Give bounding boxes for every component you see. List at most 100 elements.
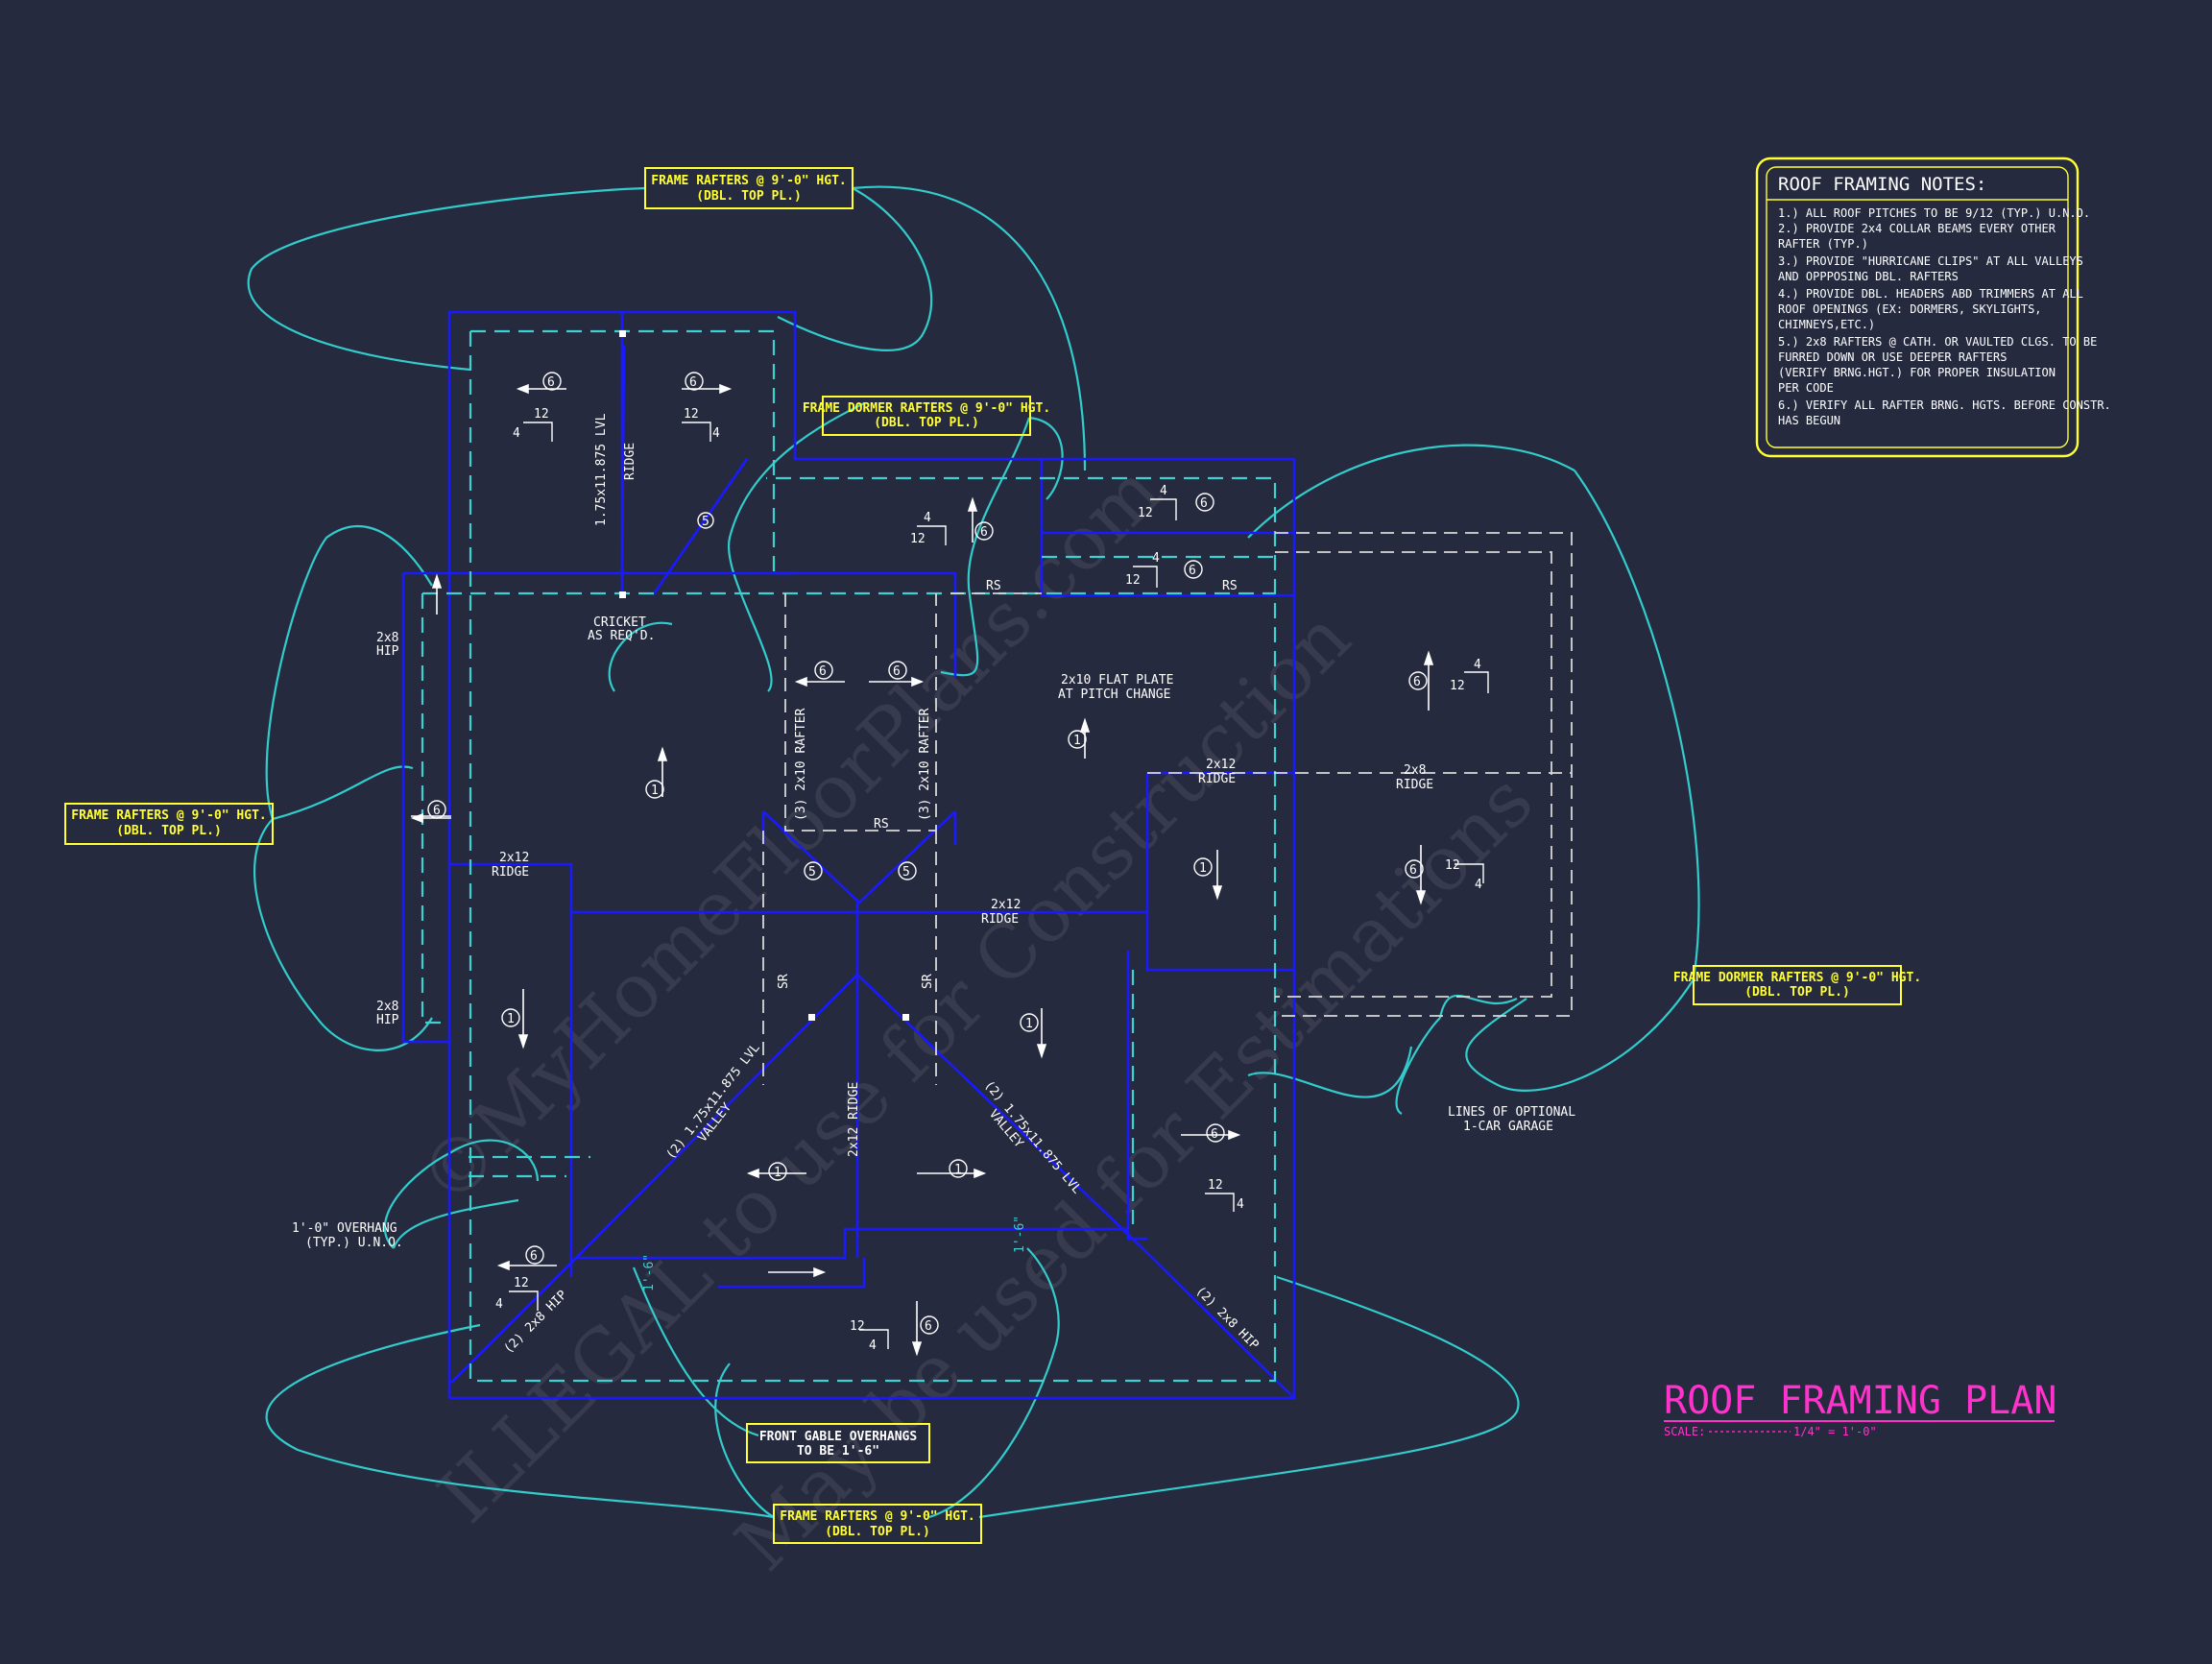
hip-label-bottom-2: HIP: [376, 1013, 399, 1027]
mark-1: 1: [774, 1166, 781, 1180]
mark-6: 6: [893, 664, 901, 679]
svg-text:(DBL. TOP PL.): (DBL. TOP PL.): [116, 824, 222, 838]
svg-text:AND OPPPOSING DBL. RAFTERS: AND OPPPOSING DBL. RAFTERS: [1778, 270, 1959, 283]
mark-5: 5: [702, 515, 709, 529]
hip-label-top-2: HIP: [376, 644, 399, 659]
roof-framing-notes: ROOF FRAMING NOTES: 1.) ALL ROOF PITCHES…: [1755, 157, 2111, 458]
hip-2x8-right-label: (2) 2x8 HIP: [1192, 1284, 1262, 1353]
mark-1: 1: [507, 1012, 515, 1026]
sr-label: SR: [777, 974, 791, 989]
mark-6: 6: [689, 375, 697, 390]
svg-text:ROOF OPENINGS (EX: DORMERS, SK: ROOF OPENINGS (EX: DORMERS, SKYLIGHTS,: [1778, 302, 2042, 316]
callout-front-gable: FRONT GABLE OVERHANGS TO BE 1'-6": [746, 1423, 930, 1463]
svg-text:(DBL. TOP PL.): (DBL. TOP PL.): [696, 189, 802, 204]
rs-label: RS: [874, 817, 889, 832]
mark-6: 6: [819, 664, 827, 679]
pitch-rise: 12: [1450, 679, 1465, 693]
pitch-rise: 12: [534, 407, 549, 422]
plan-outline-walls: [401, 310, 1296, 1400]
overhang-label: 1'-0" OVERHANG: [292, 1221, 397, 1236]
mark-1: 1: [1025, 1017, 1033, 1031]
ridge-garage-label-2: RIDGE: [1396, 778, 1433, 792]
svg-text:1.) ALL ROOF PITCHES TO BE 9/: 1.) ALL ROOF PITCHES TO BE 9/12 (TYP.) U…: [1778, 206, 2090, 220]
pitch-run: 4: [1474, 658, 1481, 672]
svg-text:2.) PROVIDE 2x4 COLLAR BEAMS E: 2.) PROVIDE 2x4 COLLAR BEAMS EVERY OTHER: [1778, 222, 2056, 235]
svg-text:FRAME RAFTERS @ 9'-0" HGT.: FRAME RAFTERS @ 9'-0" HGT.: [780, 1509, 975, 1524]
pitch-rise: 12: [1208, 1178, 1223, 1193]
flat-plate-label: 2x10 FLAT PLATE: [1061, 673, 1173, 687]
svg-text:FRAME DORMER RAFTERS @ 9'-0" H: FRAME DORMER RAFTERS @ 9'-0" HGT.: [1673, 971, 1921, 985]
ridge-garage-label: 2x8: [1404, 763, 1426, 778]
ridge-center-label: 2x12: [991, 898, 1021, 912]
overhang-label-2: (TYP.) U.N.O.: [305, 1236, 403, 1250]
svg-text:FURRED DOWN OR USE DEEPER RAFT: FURRED DOWN OR USE DEEPER RAFTERS: [1778, 350, 2007, 364]
rafter-right-label: (3) 2x10 RAFTER: [918, 708, 932, 821]
valley-left-label: (2) 1.75x11.875 LVL: [663, 1041, 762, 1163]
mark-6: 6: [980, 525, 988, 540]
cricket-label: CRICKET: [593, 615, 646, 630]
ridge-lvl-label: 1.75x11.875 LVL: [594, 413, 609, 526]
ridge-left-label-2: RIDGE: [492, 865, 529, 880]
mark-5: 5: [808, 865, 816, 880]
circled-mark-digits: 6 6 5 6 6 6 6 6 6 6 6 1 1 5 5 1 1 1 1 1 …: [433, 375, 1421, 1334]
garage-label: LINES OF OPTIONAL: [1448, 1105, 1575, 1120]
cricket-label-2: AS REQ'D.: [588, 629, 655, 643]
svg-text:HAS BEGUN: HAS BEGUN: [1778, 414, 1840, 427]
dim-label-left: 1'-6": [642, 1254, 657, 1291]
callout-frame-rafters-left: FRAME RAFTERS @ 9'-0" HGT. (DBL. TOP PL.…: [64, 803, 274, 845]
rafter-left-label: (3) 2x10 RAFTER: [794, 708, 808, 821]
callout-frame-rafters-bottom: FRAME RAFTERS @ 9'-0" HGT. (DBL. TOP PL.…: [773, 1504, 982, 1544]
mark-6: 6: [1409, 863, 1417, 878]
ridge-right-label: 2x12: [1206, 758, 1236, 772]
valley-right-label: (2) 1.75x11.875 LVL: [981, 1078, 1084, 1197]
mark-6: 6: [530, 1249, 538, 1264]
mark-6: 6: [433, 804, 441, 818]
mark-6: 6: [547, 375, 555, 390]
svg-text:RAFTER (TYP.): RAFTER (TYP.): [1778, 237, 1868, 251]
pitch-run: 4: [1160, 484, 1167, 498]
flat-plate-label-2: AT PITCH CHANGE: [1058, 687, 1170, 702]
pitch-rise: 12: [1125, 573, 1141, 588]
mark-6: 6: [925, 1319, 932, 1334]
leader-lines: [247, 185, 1700, 1519]
svg-text:(DBL. TOP PL.): (DBL. TOP PL.): [1744, 985, 1850, 1000]
svg-text:PER CODE: PER CODE: [1778, 381, 1834, 395]
dim-label-right: 1'-6": [1013, 1216, 1027, 1253]
svg-text:FRAME RAFTERS @ 9'-0" HGT.: FRAME RAFTERS @ 9'-0" HGT.: [71, 808, 267, 823]
pitch-symbols: 12 4 12 4 4 12 4 12 4 12 4 12 12 4 12 4 …: [495, 407, 1489, 1353]
hip-label-bottom: 2x8: [376, 1000, 398, 1014]
pitch-run: 4: [712, 426, 720, 441]
rs-label: RS: [986, 579, 1001, 593]
sr-label: SR: [921, 974, 935, 989]
pitch-rise: 12: [1138, 506, 1153, 520]
svg-text:(VERIFY BRNG.HGT.) FOR PROPER: (VERIFY BRNG.HGT.) FOR PROPER INSULATION: [1778, 366, 2056, 379]
mark-6: 6: [1211, 1127, 1218, 1142]
scale-value: 1/4" = 1'-0": [1793, 1425, 1877, 1438]
mark-1: 1: [1073, 734, 1081, 748]
pitch-run: 4: [1237, 1197, 1244, 1212]
notes-title: ROOF FRAMING NOTES:: [1778, 174, 1986, 195]
svg-text:CHIMNEYS,ETC.): CHIMNEYS,ETC.): [1778, 318, 1875, 331]
rs-label: RS: [1222, 579, 1238, 593]
callout-dormer-top: FRAME DORMER RAFTERS @ 9'-0" HGT. (DBL. …: [803, 396, 1050, 436]
pitch-rise: 12: [1445, 858, 1460, 873]
mark-6: 6: [1413, 675, 1421, 689]
svg-text:4.) PROVIDE DBL. HEADERS ABD T: 4.) PROVIDE DBL. HEADERS ABD TRIMMERS AT…: [1778, 287, 2083, 301]
scale-label: SCALE:: [1664, 1425, 1705, 1438]
dashed-garage-lines: [762, 532, 1573, 1085]
watermark: ©MyHomeFloorPlans.com ILLEGAL to use for…: [403, 448, 1550, 1588]
ridge-lvl-label-2: RIDGE: [623, 443, 637, 480]
circled-marks: [427, 372, 1428, 1335]
ridge-left-label: 2x12: [499, 851, 529, 865]
svg-text:6.) VERIFY ALL RAFTER BRNG. HG: 6.) VERIFY ALL RAFTER BRNG. HGTS. BEFORE…: [1778, 398, 2111, 412]
pitch-rise: 12: [514, 1276, 529, 1290]
drawing-title: ROOF FRAMING PLAN: [1664, 1379, 2056, 1423]
pitch-run: 4: [1475, 878, 1482, 892]
ridge-front-label: 2x12 RIDGE: [847, 1082, 861, 1157]
pitch-run: 4: [1152, 551, 1160, 566]
svg-text:(DBL. TOP PL.): (DBL. TOP PL.): [874, 416, 979, 430]
pitch-rise: 12: [684, 407, 699, 422]
hip-label-top: 2x8: [376, 631, 398, 645]
